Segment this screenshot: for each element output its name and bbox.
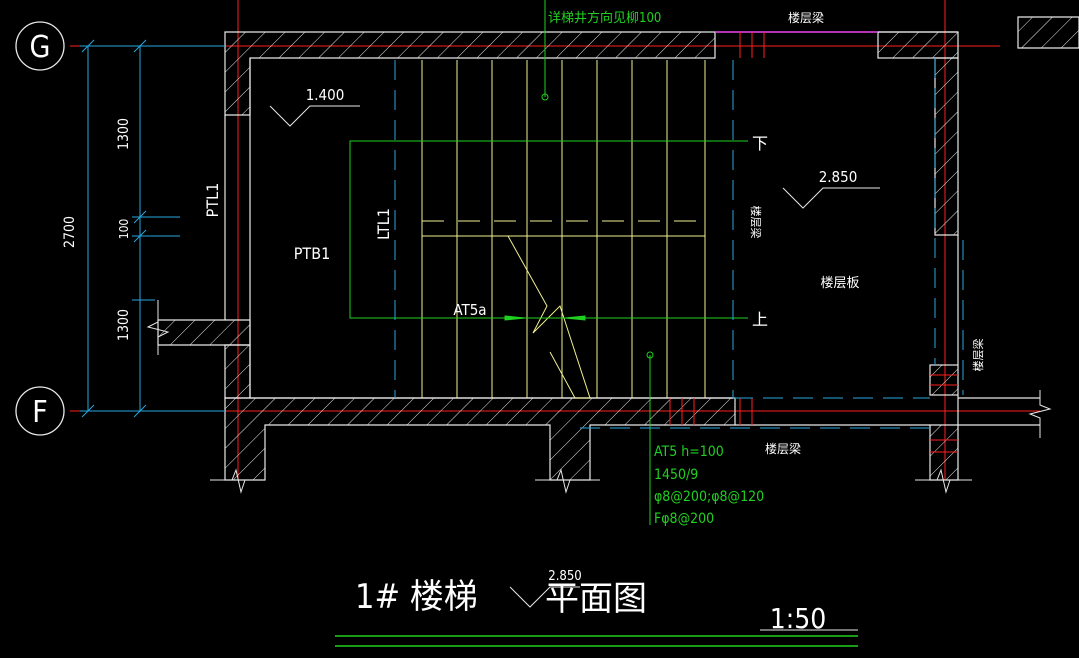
dim-middle: 100 bbox=[117, 219, 131, 240]
elevation-landing: 1.400 bbox=[306, 86, 345, 104]
left-wall-stub bbox=[157, 319, 251, 346]
axis-label-f: F bbox=[32, 395, 48, 430]
stair-mark-up: 上 bbox=[752, 310, 768, 329]
stair-treads bbox=[421, 60, 706, 399]
title-underlines bbox=[335, 635, 858, 647]
elevation-mark-landing bbox=[269, 105, 360, 127]
axis-label-g: G bbox=[30, 30, 51, 65]
dim-upper: 1300 bbox=[116, 118, 132, 150]
label-floor-beam-top: 楼层梁 bbox=[788, 10, 824, 25]
label-ptb1: PTB1 bbox=[294, 244, 331, 263]
title-suffix: 平面图 bbox=[545, 579, 647, 619]
break-mark-right bbox=[915, 468, 972, 494]
top-wall bbox=[224, 31, 716, 116]
title-scale: 1:50 bbox=[770, 602, 827, 635]
left-wall-lower bbox=[224, 344, 251, 399]
label-ptl1: PTL1 bbox=[203, 183, 222, 218]
far-right-stub bbox=[1017, 16, 1079, 49]
label-at5a: AT5a bbox=[453, 301, 486, 319]
axis-bubble-g bbox=[15, 21, 65, 71]
label-ltl1: LTL1 bbox=[374, 208, 393, 240]
elevation-floor: 2.850 bbox=[819, 168, 858, 186]
break-mark-far-right bbox=[1028, 390, 1052, 438]
label-floor-beam-bottom: 楼层梁 bbox=[765, 441, 801, 456]
at5-note-line1: AT5 h=100 bbox=[654, 444, 724, 460]
stair-mark-down: 下 bbox=[752, 134, 768, 153]
dim-lower: 1300 bbox=[116, 309, 132, 341]
elevation-mark-title bbox=[509, 586, 580, 608]
label-floor-beam-mid-v: 楼层梁 bbox=[749, 206, 763, 239]
at5-note-line3: φ8@200;φ8@120 bbox=[654, 489, 764, 505]
break-mark-left-stub bbox=[146, 300, 170, 355]
at5-note-line4: Fφ8@200 bbox=[654, 511, 714, 527]
at5-note-line2: 1450/9 bbox=[654, 467, 698, 483]
title-name: 1# 楼梯 bbox=[355, 577, 478, 617]
floor-beam-dashed-lines bbox=[394, 58, 964, 429]
break-mark-middle bbox=[535, 468, 600, 494]
elevation-mark-floor bbox=[782, 187, 880, 209]
stair-outline bbox=[349, 140, 748, 319]
break-marks bbox=[146, 300, 1052, 494]
dimension-lines bbox=[80, 39, 225, 418]
dim-total: 2700 bbox=[62, 216, 78, 248]
elevation-symbols bbox=[269, 105, 880, 608]
label-floor-beam-right-v: 楼层梁 bbox=[971, 339, 985, 372]
title-elevation: 2.850 bbox=[548, 569, 581, 584]
beam-rebar-ticks bbox=[669, 32, 958, 453]
stair-direction-lines bbox=[349, 0, 748, 525]
top-wall-right-stub bbox=[877, 31, 959, 59]
right-wall bbox=[934, 57, 959, 236]
top-note: 详梯井方向见柳100 bbox=[548, 10, 661, 26]
bottom-right-col bbox=[929, 364, 959, 396]
stair-cut-line bbox=[490, 235, 591, 399]
break-mark-left bbox=[210, 468, 265, 494]
axis-bubble-f bbox=[15, 386, 65, 436]
label-floor-slab: 楼层板 bbox=[820, 276, 859, 291]
walls bbox=[157, 16, 1079, 481]
axis-bubbles bbox=[15, 21, 65, 436]
